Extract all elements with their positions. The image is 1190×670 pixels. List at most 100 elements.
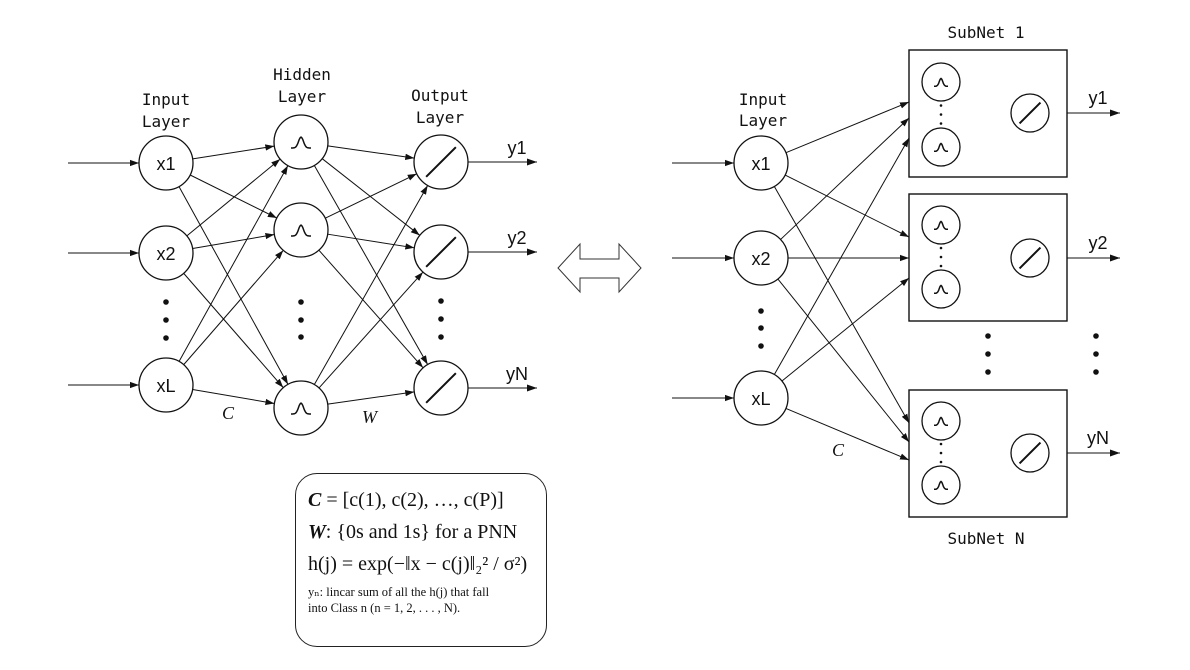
left-output-layer-label: Output Layer xyxy=(411,86,469,127)
ellipsis-dot xyxy=(758,325,764,331)
right-output-label-1: y1 xyxy=(1088,88,1107,108)
left-input-hidden-edge xyxy=(178,186,289,385)
node-circle xyxy=(733,230,789,286)
right-input-subnet-edge xyxy=(773,137,910,375)
svg-text:Layer: Layer xyxy=(142,112,191,131)
ellipsis-dot xyxy=(939,122,943,125)
node-circle xyxy=(138,225,194,281)
left-input-hidden-edge xyxy=(178,165,289,362)
left-hidden-output-edge xyxy=(318,271,424,389)
svg-text:Hidden: Hidden xyxy=(273,65,331,84)
node-circle xyxy=(733,370,789,426)
gaussian-icon xyxy=(934,220,948,231)
left-input-layer-label: Input Layer xyxy=(142,90,191,131)
left-weight-w-label: W xyxy=(362,407,379,427)
right-output-label-2: y2 xyxy=(1088,233,1107,253)
left-hidden-output-edge xyxy=(327,145,415,161)
gaussian-icon xyxy=(291,224,311,237)
ellipsis-dot xyxy=(1093,369,1099,375)
gaussian-icon xyxy=(291,402,311,415)
right-input-node-1: x1 xyxy=(733,135,789,191)
ellipsis-dot xyxy=(1093,333,1099,339)
node-label: x2 xyxy=(751,249,770,269)
ellipsis-dot xyxy=(939,104,943,107)
svg-text:Layer: Layer xyxy=(416,108,465,127)
left-weight-c-label: C xyxy=(222,403,235,423)
node-circle xyxy=(921,62,961,102)
left-hidden-output-edge xyxy=(318,249,424,369)
ellipsis-dot xyxy=(758,308,764,314)
linear-icon xyxy=(1018,441,1042,465)
node-circle xyxy=(921,465,961,505)
formula-w: W: {0s and 1s} for a PNN xyxy=(308,521,518,543)
left-input-hidden-edge xyxy=(183,250,284,365)
linear-icon xyxy=(425,372,457,404)
left-output-node-2 xyxy=(413,224,469,280)
left-input-node-2: x2 xyxy=(138,225,194,281)
right-input-subnet-edge xyxy=(773,186,910,424)
node-label: xL xyxy=(751,389,770,409)
subnet-output-node xyxy=(1010,93,1050,133)
left-input-hidden-edge xyxy=(183,273,284,388)
svg-text:Input: Input xyxy=(142,90,190,109)
ellipsis-dot xyxy=(1093,351,1099,357)
formula-note-2: into Class n (n = 1, 2, . . . , N). xyxy=(308,601,461,615)
ellipsis-dot xyxy=(939,460,943,464)
left-hidden-output-edge xyxy=(321,158,421,236)
linear-icon xyxy=(1018,246,1042,270)
subnet-gaussian-node xyxy=(921,62,961,102)
right-input-layer-label: Input Layer xyxy=(739,90,788,130)
left-input-node-3: xL xyxy=(138,357,194,413)
node-circle xyxy=(921,127,961,167)
subnet-gaussian-node xyxy=(921,127,961,167)
ellipsis-dot xyxy=(939,113,943,116)
ellipsis-dot xyxy=(438,298,444,304)
node-label: x1 xyxy=(156,154,175,174)
left-output-node-1 xyxy=(413,134,469,190)
node-circle xyxy=(921,269,961,309)
ellipsis-dot xyxy=(163,335,169,341)
ellipsis-dot xyxy=(758,343,764,349)
right-input-node-3: xL xyxy=(733,370,789,426)
left-input-hidden-edge xyxy=(192,389,275,406)
left-hidden-output-edge xyxy=(327,389,415,405)
svg-text:Output: Output xyxy=(411,86,469,105)
gaussian-icon xyxy=(934,480,948,491)
ellipsis-dot xyxy=(939,442,943,446)
right-input-node-2: x2 xyxy=(733,230,789,286)
ellipsis-dot xyxy=(939,451,943,455)
left-hidden-ellipsis xyxy=(298,299,304,340)
svg-text:Layer: Layer xyxy=(739,111,788,130)
formula-box: C = [c(1), c(2), …, c(P)] W: {0s and 1s}… xyxy=(295,473,547,647)
ellipsis-dot xyxy=(939,264,943,268)
svg-text:Layer: Layer xyxy=(278,87,327,106)
left-output-label-1: y1 xyxy=(507,138,526,158)
subnet-n-title: SubNet N xyxy=(947,529,1024,548)
subnet-gaussian-node xyxy=(921,465,961,505)
node-circle xyxy=(138,135,194,191)
gaussian-icon xyxy=(934,284,948,295)
ellipsis-dot xyxy=(163,317,169,323)
ellipsis-dot xyxy=(438,316,444,322)
left-hidden-output-edge xyxy=(327,233,415,250)
double-arrow-icon xyxy=(557,242,642,294)
right-input-subnet-edge xyxy=(781,277,910,382)
node-circle xyxy=(273,380,329,436)
formula-c: C = [c(1), c(2), …, c(P)] xyxy=(308,489,504,511)
ellipsis-dot xyxy=(939,255,943,259)
subnet-output-node xyxy=(1010,238,1050,278)
left-output-node-3 xyxy=(413,360,469,416)
right-input-subnet-edge xyxy=(780,117,910,240)
ellipsis-dot xyxy=(298,317,304,323)
left-input-hidden-edge xyxy=(192,144,275,160)
gaussian-icon xyxy=(934,77,948,88)
left-input-hidden-edge xyxy=(186,158,281,237)
left-input-hidden-edge xyxy=(192,232,275,249)
node-label: xL xyxy=(156,376,175,396)
linear-icon xyxy=(425,146,457,178)
subnet-gaussian-node xyxy=(921,205,961,245)
right-output-label-n: yN xyxy=(1087,428,1109,448)
node-label: x1 xyxy=(751,154,770,174)
right-input-subnet-edge xyxy=(784,174,910,238)
